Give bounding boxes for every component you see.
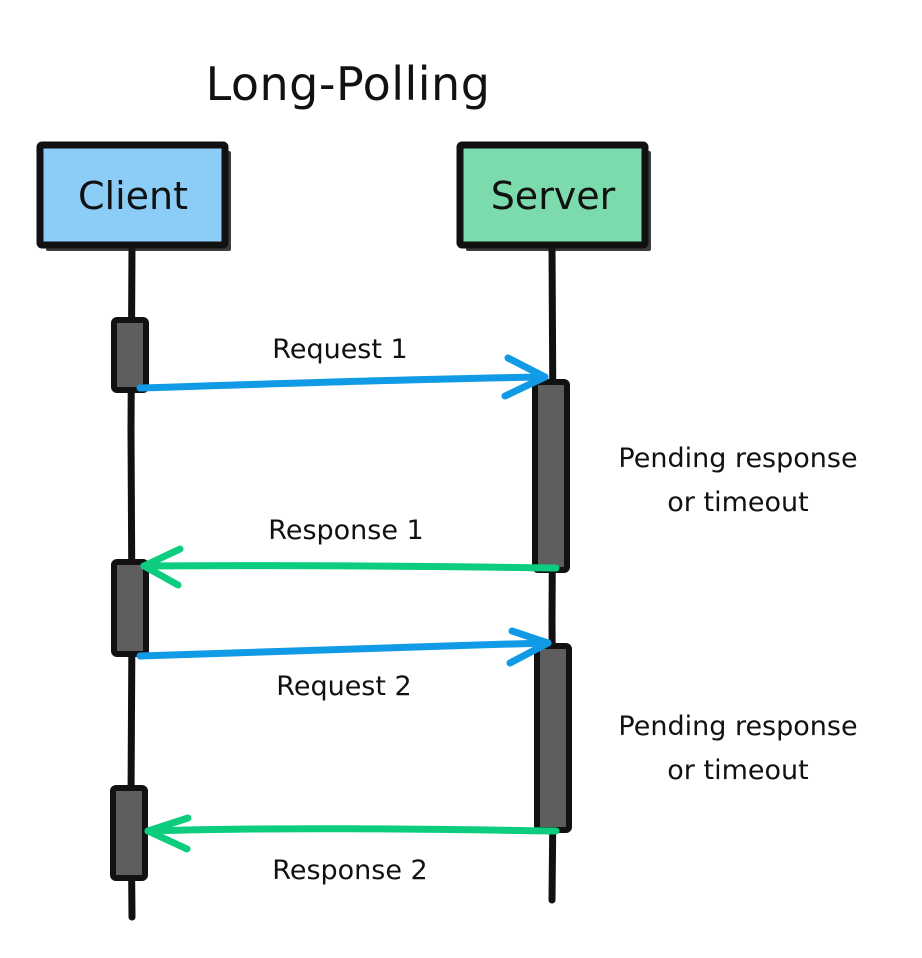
- note-pending-1-line-2: or timeout: [667, 487, 808, 518]
- activation-client-3: [110, 785, 148, 881]
- request-1-arrowhead-upper: [504, 354, 549, 381]
- activation-server-2: [534, 643, 572, 833]
- server-label: Server: [491, 174, 616, 218]
- request-2-label: Request 2: [276, 671, 411, 702]
- message-response-1[interactable]: Response 1: [140, 515, 560, 589]
- response-2-label: Response 2: [272, 855, 427, 886]
- response-1-line: [140, 562, 560, 572]
- client-box: [36, 141, 229, 249]
- server-box: [456, 141, 649, 249]
- request-2-arrowhead-lower: [506, 639, 552, 667]
- note-pending-2-line-2: or timeout: [667, 755, 808, 786]
- response-1-label: Response 1: [268, 515, 423, 546]
- response-2-arrowhead-upper: [144, 814, 192, 835]
- note-pending-2: Pending response or timeout: [618, 711, 857, 786]
- response-1-arrowhead-lower: [140, 562, 182, 589]
- activation-client-2: [111, 559, 149, 657]
- note-pending-1-line-1: Pending response: [618, 443, 857, 474]
- response-1-arrowhead-upper: [140, 545, 184, 570]
- diagram-title: Long-Polling: [206, 57, 491, 111]
- activation-server-1: [532, 379, 570, 573]
- response-2-line: [144, 825, 560, 835]
- message-request-2[interactable]: Request 2: [136, 627, 552, 702]
- message-request-1[interactable]: Request 1: [136, 334, 549, 400]
- request-1-arrowhead-lower: [501, 373, 549, 400]
- message-response-2[interactable]: Response 2: [144, 814, 560, 886]
- participant-server[interactable]: Server: [456, 141, 651, 251]
- request-2-line: [136, 639, 552, 660]
- request-2-arrowhead-upper: [508, 627, 552, 647]
- note-pending-1: Pending response or timeout: [618, 443, 857, 518]
- response-2-arrowhead-lower: [144, 827, 191, 853]
- request-1-line: [136, 373, 549, 392]
- activation-bars-group: [110, 317, 572, 881]
- request-1-label: Request 1: [272, 334, 407, 365]
- activation-client-1: [111, 317, 149, 393]
- participant-client[interactable]: Client: [36, 141, 231, 251]
- note-pending-2-line-1: Pending response: [618, 711, 857, 742]
- client-label: Client: [78, 174, 188, 218]
